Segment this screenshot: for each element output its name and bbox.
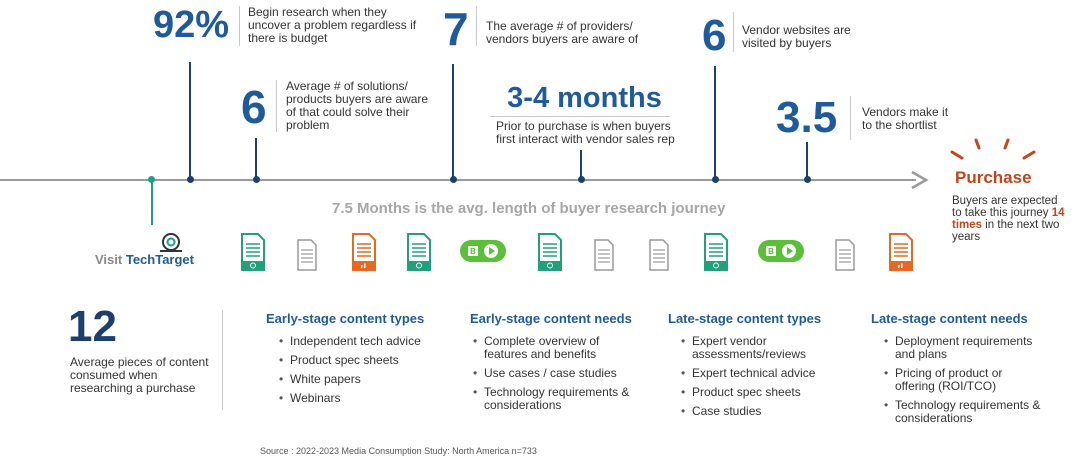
dot-7 [450, 176, 457, 183]
stat-3-4-months-value: 3-4 months [507, 82, 662, 114]
video-webinar-icon: B [758, 240, 804, 262]
journey-label: 7.5 Months is the avg. length of buyer r… [332, 200, 726, 217]
tick-7 [452, 64, 454, 179]
gray-doc-icon [649, 239, 669, 271]
green-doc-icon [241, 233, 265, 271]
column-list: Complete overview of features and benefi… [470, 335, 640, 412]
gray-doc-icon [297, 239, 317, 271]
purchase-highlight: 14 times [952, 207, 1065, 231]
stat-7-text: The average # of providers/ vendors buye… [486, 19, 639, 46]
stat-92-divider [239, 6, 240, 46]
list-item: Expert vendor assessments/reviews [678, 335, 828, 361]
green-doc-icon [407, 233, 431, 271]
purchase-text-after: in the next two years [952, 219, 1060, 243]
twelve-value: 12 [68, 302, 117, 351]
timeline-line [0, 179, 916, 181]
list-item: Use cases / case studies [470, 367, 640, 381]
stat-6-websites-text: Vendor websites are visited by buyers [742, 23, 851, 50]
column-list: Independent tech advice Product spec she… [276, 335, 446, 406]
list-item: Independent tech advice [276, 335, 446, 349]
list-item: Technology requirements & considerations [470, 386, 640, 412]
visit-connector [151, 180, 153, 225]
content-column-early-types: Early-stage content types Independent te… [266, 311, 446, 411]
list-item: Case studies [678, 405, 828, 419]
stat-92-value: 92% [153, 4, 230, 46]
dot-6-solutions [253, 176, 260, 183]
svg-text:B: B [768, 247, 774, 256]
visit-techtarget-link[interactable]: Visit TechTarget [95, 252, 194, 267]
stat-92-text: Begin research when they uncover a probl… [248, 5, 417, 45]
visit-connector-dot [148, 176, 155, 183]
stat-6-solutions-value: 6 [241, 81, 267, 133]
stat-3-4-months-rule [490, 116, 670, 117]
list-item: Product spec sheets [276, 354, 446, 368]
list-item: Technology requirements & considerations [881, 399, 1041, 425]
green-doc-icon [538, 233, 562, 271]
stat-6-solutions-divider [276, 80, 277, 132]
gray-doc-icon [594, 239, 614, 271]
stat-3-5-text: Vendors make it to the shortlist [862, 105, 949, 132]
dot-6-websites [712, 176, 719, 183]
orange-chart-doc-icon [352, 233, 376, 271]
column-header: Late-stage content types [668, 311, 822, 326]
list-item: Complete overview of features and benefi… [470, 335, 640, 361]
purchase-text: Buyers are expected to take this journey… [952, 195, 1067, 243]
purchase-burst-icon [950, 138, 1036, 160]
purchase-text-before: Buyers are expected to take this journey [952, 195, 1058, 219]
source-note: Source : 2022-2023 Media Consumption Stu… [260, 446, 537, 456]
purchase-title: Purchase [955, 168, 1032, 187]
tick-6-websites [714, 66, 716, 179]
list-item: White papers [276, 373, 446, 387]
list-item: Product spec sheets [678, 386, 828, 400]
content-column-late-types: Late-stage content types Expert vendor a… [668, 311, 848, 424]
stat-7-divider [476, 6, 477, 46]
visit-prefix: Visit [95, 252, 123, 267]
stat-3-5-divider [850, 96, 851, 140]
twelve-divider [222, 310, 223, 410]
stat-6-websites-divider [733, 12, 734, 52]
orange-chart-doc-icon [889, 233, 913, 271]
list-item: Deployment requirements and plans [881, 335, 1041, 361]
dot-92 [187, 176, 194, 183]
tick-3-5 [806, 142, 808, 179]
svg-text:B: B [470, 247, 476, 256]
stat-6-solutions-text: Average # of solutions/ products buyers … [286, 79, 429, 132]
stat-3-4-months-text: Prior to purchase is when buyers first i… [496, 119, 675, 146]
techtarget-logo-icon [160, 233, 182, 252]
content-column-early-needs: Early-stage content needs Complete overv… [470, 311, 655, 418]
dot-3-4-months [578, 176, 585, 183]
dot-3-5 [804, 176, 811, 183]
list-item: Pricing of product or offering (ROI/TCO) [881, 367, 1041, 393]
gray-doc-icon [835, 239, 855, 271]
tick-6-solutions [255, 138, 257, 179]
column-header: Early-stage content needs [470, 311, 632, 326]
green-doc-icon [704, 233, 728, 271]
tick-92 [189, 62, 191, 179]
list-item: Webinars [276, 392, 446, 406]
column-header: Early-stage content types [266, 311, 425, 326]
column-list: Deployment requirements and plans Pricin… [881, 335, 1041, 425]
column-list: Expert vendor assessments/reviews Expert… [678, 335, 828, 419]
video-webinar-icon: B [460, 240, 506, 262]
tick-3-4-months [580, 150, 582, 179]
techtarget-brand: TechTarget [125, 252, 194, 267]
stat-6-websites-value: 6 [702, 11, 727, 60]
timeline-arrowhead-icon [911, 170, 929, 190]
column-header: Late-stage content needs [871, 311, 1028, 326]
twelve-text: Average pieces of content consumed when … [70, 355, 209, 395]
stat-3-5-value: 3.5 [776, 93, 838, 142]
stat-7-value: 7 [443, 3, 469, 55]
content-column-late-needs: Late-stage content needs Deployment requ… [871, 311, 1056, 431]
list-item: Expert technical advice [678, 367, 828, 381]
